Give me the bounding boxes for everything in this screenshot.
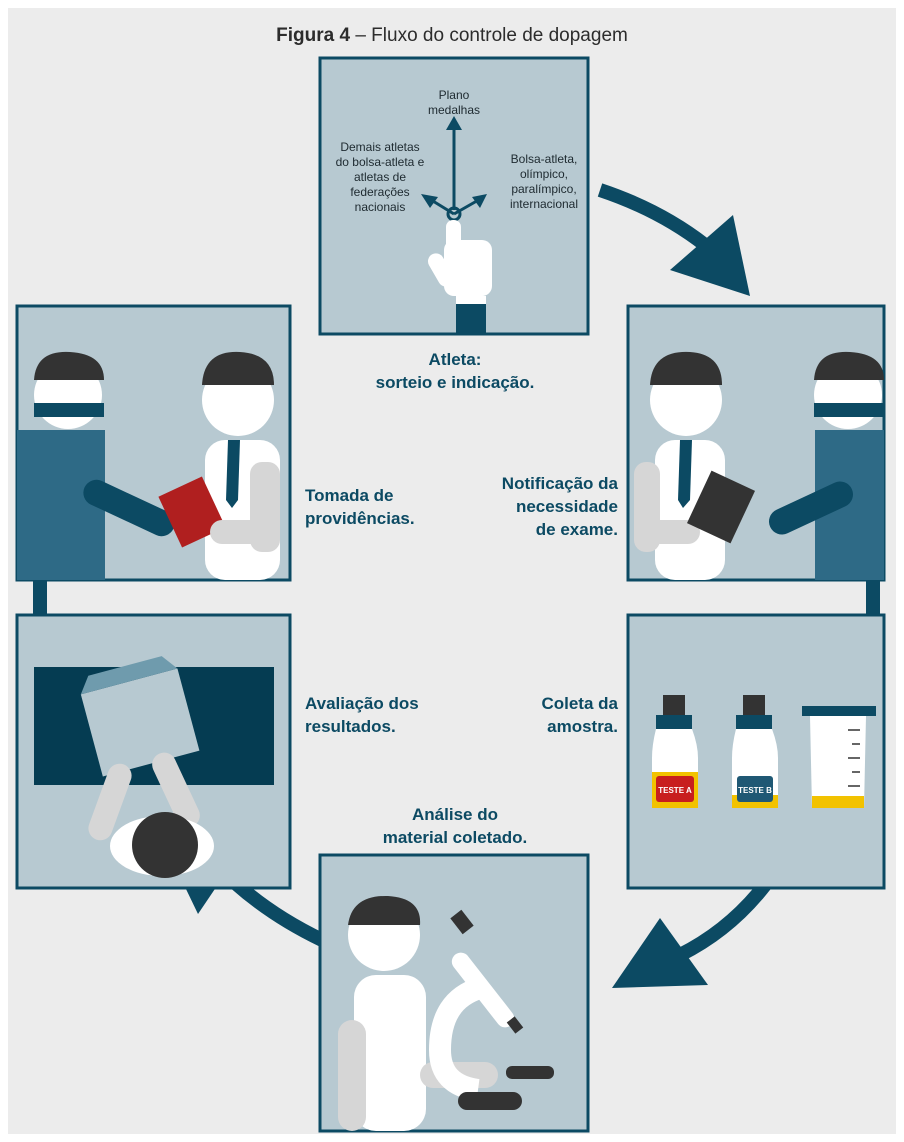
athlete-figure	[768, 351, 884, 580]
arrowhead-top-right	[670, 215, 750, 296]
panel-notificacao	[626, 304, 886, 582]
arrow-arc-bottom-right	[676, 880, 771, 962]
official-figure	[158, 351, 280, 580]
bottle-b: TESTE B	[732, 695, 778, 808]
choice-right-label: Bolsa-atleta,olímpico,paralímpico,intern…	[509, 152, 579, 211]
arrowhead-bottom-right	[612, 918, 708, 988]
bottle-a: TESTE A	[652, 695, 698, 808]
bottle-a-label: TESTE A	[658, 786, 692, 795]
microscope-icon	[428, 909, 554, 1110]
panel-avaliacao	[15, 613, 292, 890]
pointing-hand-icon	[428, 220, 492, 334]
panel-sorteio	[318, 56, 590, 336]
bottle-b-label: TESTE B	[738, 786, 772, 795]
evaluator-head	[132, 812, 198, 878]
panel-coleta: TESTE A TESTE B	[626, 613, 886, 890]
arrow-arc-top-right	[597, 183, 710, 251]
figure-title: Figura 4 – Fluxo do controle de dopagem	[276, 25, 628, 46]
official-figure	[634, 351, 756, 580]
panel-analise	[318, 853, 590, 1133]
collection-cup	[802, 706, 876, 808]
athlete-figure	[17, 351, 175, 580]
panel-providencias	[15, 304, 292, 582]
label-sorteio: Atleta:sorteio e indicação.	[375, 350, 535, 392]
paper-sheet	[80, 656, 200, 777]
